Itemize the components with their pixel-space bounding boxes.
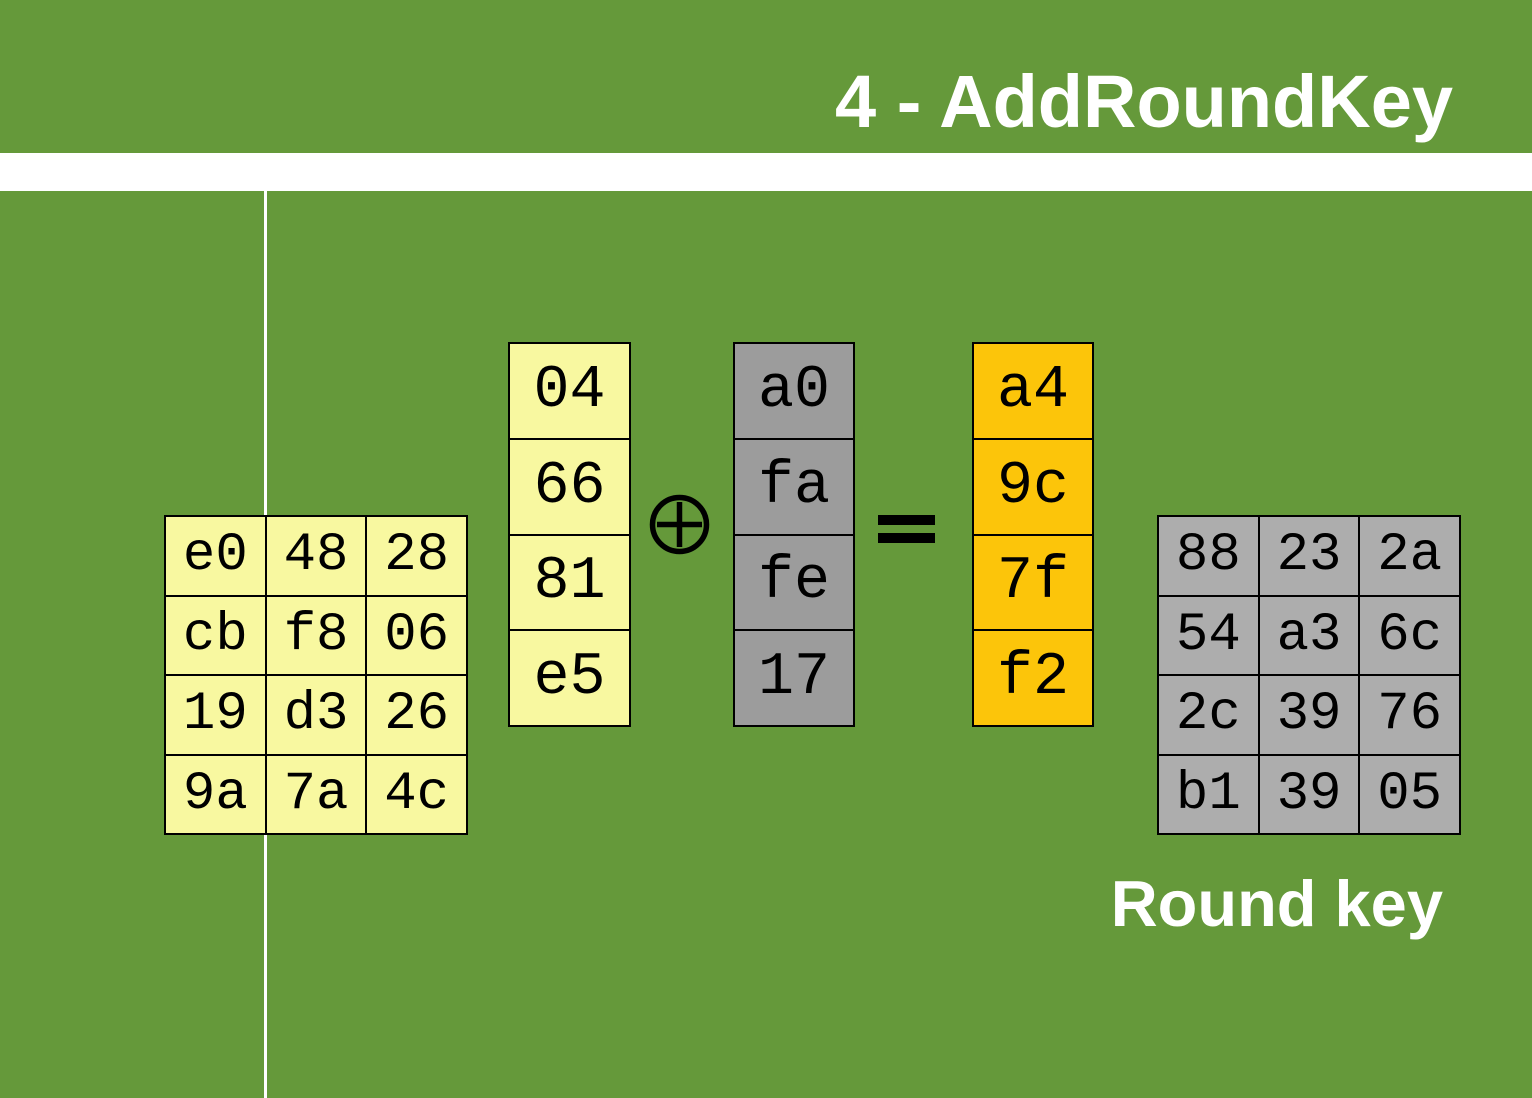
state-grid-cell: 4c	[366, 754, 467, 834]
state-grid-cell: 28	[366, 516, 467, 596]
equals-icon	[878, 515, 935, 543]
round-key-grid-cell: 2c	[1158, 675, 1259, 755]
state-grid-cell: f8	[265, 595, 367, 675]
key-column-cell: fe	[734, 534, 854, 631]
round-key-grid-cell: 39	[1258, 675, 1360, 755]
state-column-cell: 04	[509, 343, 630, 439]
round-key-grid-cell: 88	[1158, 516, 1259, 596]
round-key-grid-cell: 39	[1258, 754, 1360, 834]
state-grid-cell: cb	[165, 595, 266, 675]
state-column-cell: 81	[509, 534, 630, 631]
round-key-grid-cell: 6c	[1359, 595, 1460, 675]
title-underline-band	[0, 153, 1532, 191]
state-column: 04 66 81 e5	[508, 342, 631, 727]
round-key-grid-cell: b1	[1158, 754, 1259, 834]
equals-bar-bottom	[878, 533, 935, 543]
equals-bar-top	[878, 515, 935, 525]
state-grid: e0 48 28 cb f8 06 19 d3 26 9a 7a 4c	[164, 515, 468, 835]
round-key-grid-cell: 23	[1258, 516, 1360, 596]
state-grid-cell: 19	[165, 675, 266, 755]
round-key-grid-cell: 2a	[1359, 516, 1460, 596]
xor-icon	[649, 494, 710, 555]
state-grid-cell: 9a	[165, 754, 266, 834]
page-title: 4 - AddRoundKey	[834, 60, 1453, 143]
state-grid-cell: 26	[366, 675, 467, 755]
result-column-cell: 7f	[973, 534, 1093, 631]
state-grid-cell: 06	[366, 595, 467, 675]
key-column-cell: a0	[734, 343, 854, 439]
round-key-label: Round key	[1110, 867, 1443, 940]
round-key-grid-cell: 54	[1158, 595, 1259, 675]
result-column: a4 9c 7f f2	[972, 342, 1094, 727]
state-grid-cell: 48	[265, 516, 367, 596]
key-column-cell: fa	[734, 438, 854, 535]
state-grid-cell: e0	[165, 516, 266, 596]
result-column-cell: 9c	[973, 438, 1093, 535]
state-grid-cell: 7a	[265, 754, 367, 834]
state-grid-cell: d3	[265, 675, 367, 755]
state-column-cell: e5	[509, 630, 630, 726]
result-column-cell: a4	[973, 343, 1093, 439]
round-key-grid-cell: 05	[1359, 754, 1460, 834]
key-column-cell: 17	[734, 630, 854, 726]
round-key-grid: 88 23 2a 54 a3 6c 2c 39 76 b1 39 05	[1157, 515, 1461, 835]
state-column-cell: 66	[509, 438, 630, 535]
result-column-cell: f2	[973, 630, 1093, 726]
round-key-grid-cell: 76	[1359, 675, 1460, 755]
round-key-grid-cell: a3	[1258, 595, 1360, 675]
key-column: a0 fa fe 17	[733, 342, 855, 727]
